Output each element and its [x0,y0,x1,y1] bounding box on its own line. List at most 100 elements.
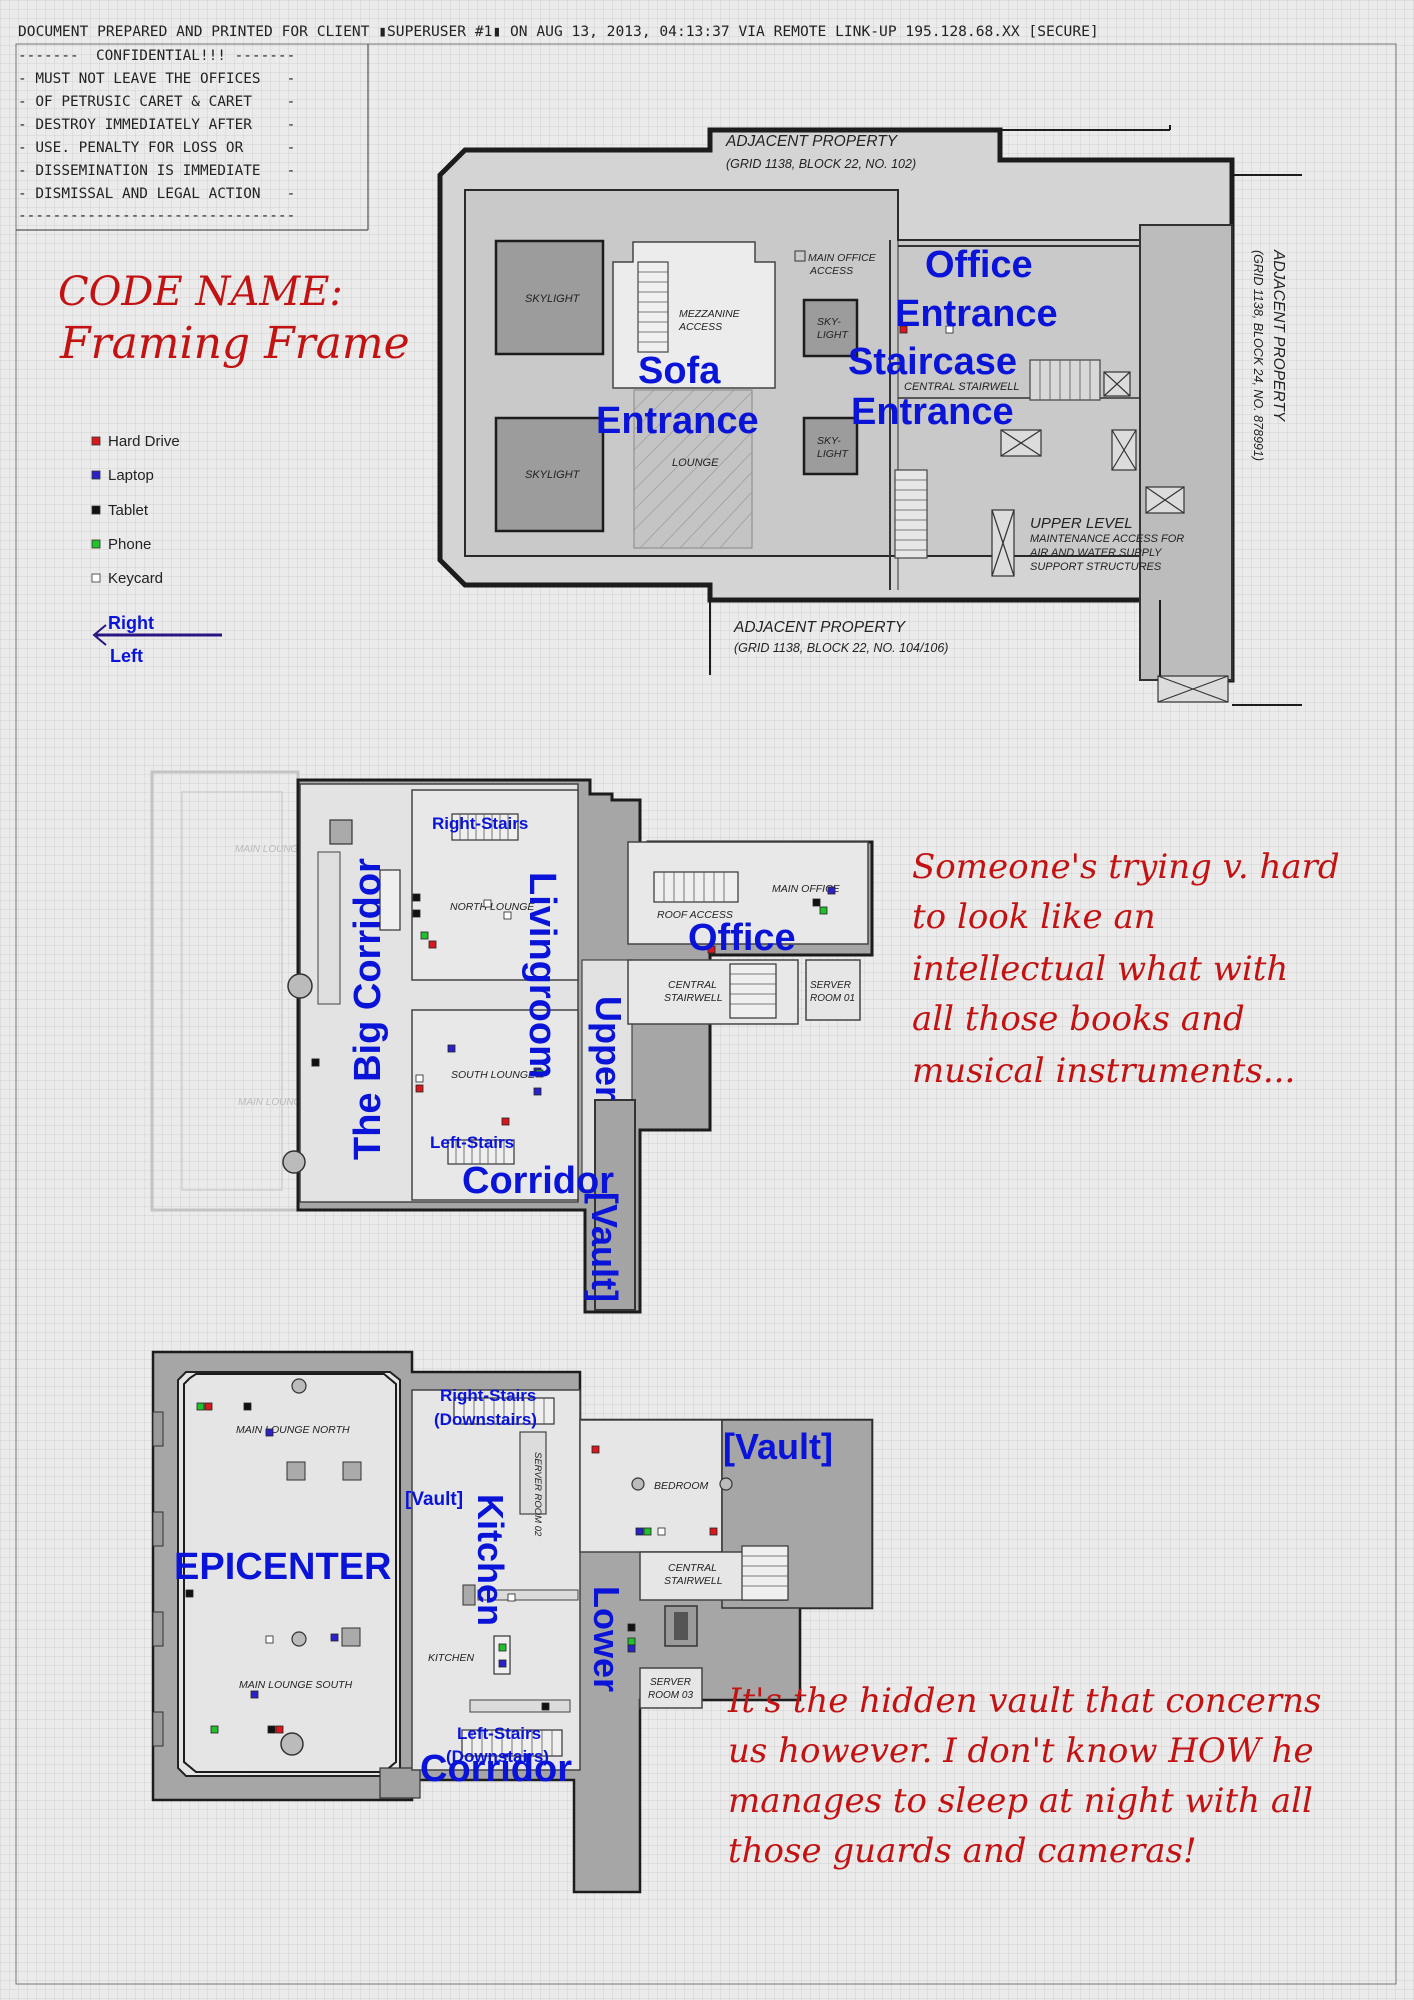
stairs-icon [637,261,669,353]
legend-label: Phone [108,536,151,553]
maintenance-label: SUPPORT STRUCTURES [1030,561,1162,573]
skylight-label: LIGHT [817,329,850,341]
label-staircase: Staircase [848,341,1017,383]
mezzanine-label: ACCESS [678,321,722,333]
skylight [802,416,859,476]
item-tablet [627,1623,636,1632]
note-line: It's the hidden vault that concerns [727,1681,1322,1721]
item-tablet [311,1058,320,1067]
item-hard-drive [709,1527,718,1536]
main-office-label: ACCESS [809,265,853,277]
main-lounge-south-label: MAIN LOUNGE SOUTH [239,1679,353,1691]
central-stairwell-label: STAIRWELL [664,1575,723,1587]
item-tablet [243,1402,252,1411]
confidential-line: - MUST NOT LEAVE THE OFFICES - [18,71,295,87]
central-stairwell-label: CENTRAL STAIRWELL [904,381,1020,393]
item-laptop [827,886,836,895]
upper-level-label: UPPER LEVEL [1030,515,1133,532]
item-hard-drive [204,1402,213,1411]
skylight [494,416,605,533]
label-sofa-entrance: Entrance [596,400,759,442]
stairs-icon [447,1139,515,1165]
confidential-line: - OF PETRUSIC CARET & CARET - [18,94,295,110]
skylight [802,298,859,358]
item-hard-drive [415,1084,424,1093]
note-line: musical instruments... [912,1051,1295,1091]
item-keycard [265,1635,274,1644]
label-big-corridor: The Big Corridor [347,858,389,1160]
item-laptop [330,1633,339,1642]
server-room-label: SERVER [650,1677,691,1688]
upper-floor-plan: ADJACENT PROPERTY (GRID 1138, BLOCK 22, … [437,125,1302,706]
document-header: DOCUMENT PREPARED AND PRINTED FOR CLIENT… [18,23,1099,40]
page-frame [15,43,1397,1985]
roof-access-label: ROOF ACCESS [657,909,733,921]
item-hard-drive [275,1725,284,1734]
lower-floor-plan: MAIN LOUNGE NORTH MAIN LOUNGE SOUTH SERV… [151,1350,874,1894]
arrow-left-icon [92,624,107,646]
item-laptop [627,1644,636,1653]
confidential-line: ------- CONFIDENTIAL!!! ------- [18,48,295,64]
label-upper: Upper [588,996,629,1100]
item-hard-drive [428,940,437,949]
confidential-notice: ------- CONFIDENTIAL!!! ------- - MUST N… [16,44,369,231]
legend-label: Tablet [108,502,149,519]
label-downstairs: (Downstairs) [434,1410,537,1429]
label-right-stairs: Right-Stairs [440,1386,536,1405]
item-hard-drive [707,945,716,954]
server-room-label: ROOM 03 [648,1690,693,1701]
item-tablet [185,1589,194,1598]
laptop-swatch [91,470,101,480]
middle-floor-plan: MAIN LOUNGE MAIN LOUNGE SOUTH [150,770,874,1314]
item-hard-drive [899,325,908,334]
maintenance-label: AIR AND WATER SUPPLY [1029,547,1162,559]
legend-label: Hard Drive [108,433,180,450]
server-room-label: ROOM 01 [810,993,855,1004]
item-tablet [541,1702,550,1711]
item-phone [196,1402,205,1411]
item-laptop [250,1690,259,1699]
item-phone [498,1643,507,1652]
direction-right-label: Right [108,613,154,633]
item-keycard [945,325,954,334]
codename-value: Framing Frame [59,318,410,369]
item-phone [643,1527,652,1536]
keycard-swatch [91,573,101,583]
item-keycard [657,1527,666,1536]
label-corridor: Corridor [462,1160,614,1202]
stairs-icon [1029,359,1101,401]
tablet-swatch [91,505,101,515]
item-keycard [415,1074,424,1083]
stairs-icon [451,813,519,841]
confidential-line: - DISMISSAL AND LEGAL ACTION - [18,186,295,202]
handwritten-note-2: It's the hidden vault that concerns us h… [727,1681,1322,1871]
adjacent-property-sub: (GRID 1138, BLOCK 24, NO. 878991) [1251,250,1265,461]
item-hard-drive [591,1445,600,1454]
skylight-label: SKYLIGHT [525,469,581,481]
confidential-line: - DESTROY IMMEDIATELY AFTER - [18,117,295,133]
skylight-label: SKY- [817,316,841,328]
main-lounge-label: MAIN LOUNGE [235,844,305,855]
adjacent-property-sub: (GRID 1138, BLOCK 22, NO. 104/106) [734,641,948,655]
label-vault-small: [Vault] [405,1489,463,1510]
item-laptop [265,1428,274,1437]
note-line: manages to sleep at night with all [728,1781,1313,1821]
lounge-area [633,389,753,549]
direction-left-label: Left [110,646,143,666]
lounge-label: LOUNGE [672,457,719,469]
main-office-label: MAIN OFFICE [808,252,877,264]
note-line: those guards and cameras! [728,1831,1197,1871]
label-vault: [Vault] [584,1192,625,1302]
item-laptop [533,1087,542,1096]
item-phone [819,906,828,915]
item-phone [627,1637,636,1646]
skylight [494,239,605,356]
note-line: to look like an [912,897,1156,937]
server-room-label: SERVER [810,980,851,991]
adjacent-property-sub: (GRID 1138, BLOCK 22, NO. 102) [726,157,916,171]
adjacent-property-label: ADJACENT PROPERTY [1270,249,1287,423]
central-stairwell-label: CENTRAL [668,1562,717,1574]
kitchen-label: KITCHEN [428,1652,475,1664]
south-lounge-label: SOUTH LOUNGE [451,1069,536,1081]
